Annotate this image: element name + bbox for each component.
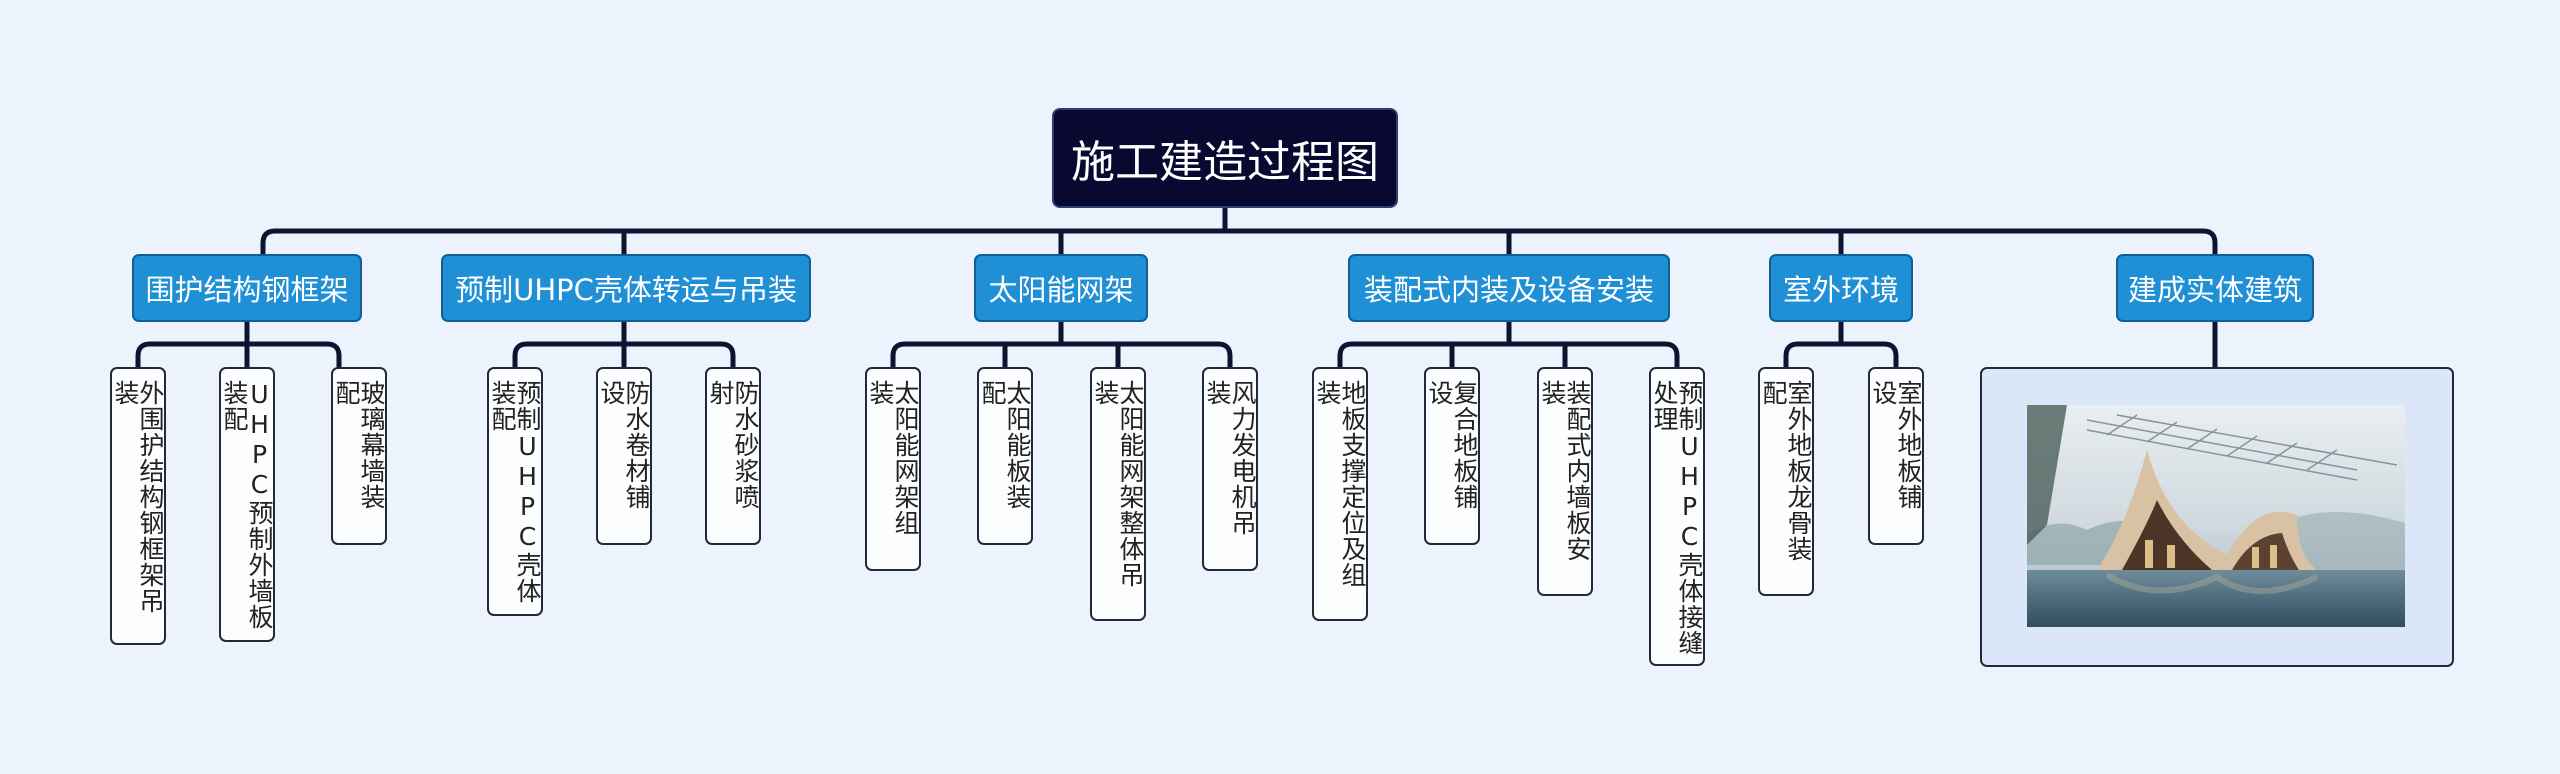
leaf-node[interactable]: 预制UHPC壳体接缝处理 [1649,367,1705,666]
leaf-node[interactable]: 风力发电机吊装 [1202,367,1258,571]
leaf-node[interactable]: 地板支撑定位及组装 [1312,367,1368,621]
leaf-node[interactable]: 装配式内墙板安装 [1537,367,1593,596]
leaf-node[interactable]: 防水卷材铺设 [596,367,652,545]
root-node[interactable]: 施工建造过程图 [1052,108,1398,208]
building-photo [2027,405,2405,627]
leaf-node[interactable]: 太阳能板装配 [977,367,1033,545]
leaf-node[interactable]: 太阳能网架整体吊装 [1090,367,1146,621]
leaf-node[interactable]: 复合地板铺设 [1424,367,1480,545]
leaf-node[interactable]: 室外地板龙骨装配 [1758,367,1814,596]
leaf-node[interactable]: 预制UHPC壳体装配 [487,367,543,616]
category-node-3[interactable]: 太阳能网架 [974,254,1148,322]
category-node-2[interactable]: 预制UHPC壳体转运与吊装 [441,254,811,322]
leaf-node[interactable]: 防水砂浆喷射 [705,367,761,545]
category-node-1[interactable]: 围护结构钢框架 [132,254,362,322]
leaf-node[interactable]: 室外地板铺设 [1868,367,1924,545]
category-node-5[interactable]: 室外环境 [1769,254,1913,322]
leaf-node[interactable]: 玻璃幕墙装配 [331,367,387,545]
leaf-node[interactable]: UHPC预制外墙板装配 [219,367,275,642]
leaf-node[interactable]: 太阳能网架组装 [865,367,921,571]
category-node-6[interactable]: 建成实体建筑 [2116,254,2314,322]
category-node-4[interactable]: 装配式内装及设备安装 [1348,254,1670,322]
leaf-node[interactable]: 外围护结构钢框架吊装 [110,367,166,645]
